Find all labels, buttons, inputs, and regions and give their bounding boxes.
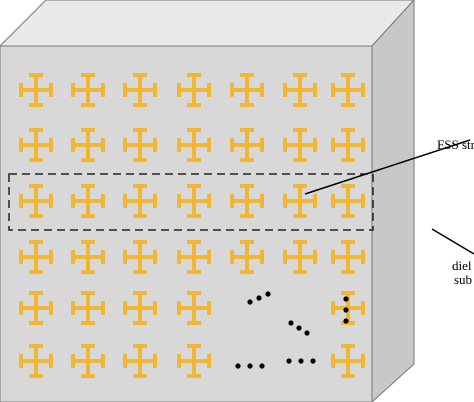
fss-leader-line <box>304 139 471 195</box>
highlighted-row-box <box>8 173 374 231</box>
ellipsis-dots <box>235 291 349 369</box>
ellipsis-dot <box>235 363 241 369</box>
ellipsis-dot <box>304 330 310 336</box>
dielectric-label-line2: sub <box>454 272 473 287</box>
ellipsis-dot <box>343 296 349 302</box>
ellipsis-dot <box>310 358 316 364</box>
substrate-front-face <box>0 45 373 402</box>
ellipsis-dot <box>296 325 302 331</box>
fss-structure-label: FSS str <box>437 137 474 152</box>
dielectric-label-line1: diel <box>452 258 472 273</box>
ellipsis-dot <box>343 318 349 324</box>
substrate-top-face <box>0 0 415 47</box>
ellipsis-dot <box>265 291 271 297</box>
ellipsis-dot <box>343 307 349 313</box>
ellipsis-dot <box>247 363 253 369</box>
ellipsis-dot <box>288 320 294 326</box>
ellipsis-dot <box>247 299 253 305</box>
ellipsis-dot <box>259 363 265 369</box>
ellipsis-dot <box>286 358 292 364</box>
ellipsis-dot <box>256 295 262 301</box>
ellipsis-dot <box>298 358 304 364</box>
dielectric-leader-line <box>431 228 474 255</box>
substrate-side-face <box>371 0 415 402</box>
